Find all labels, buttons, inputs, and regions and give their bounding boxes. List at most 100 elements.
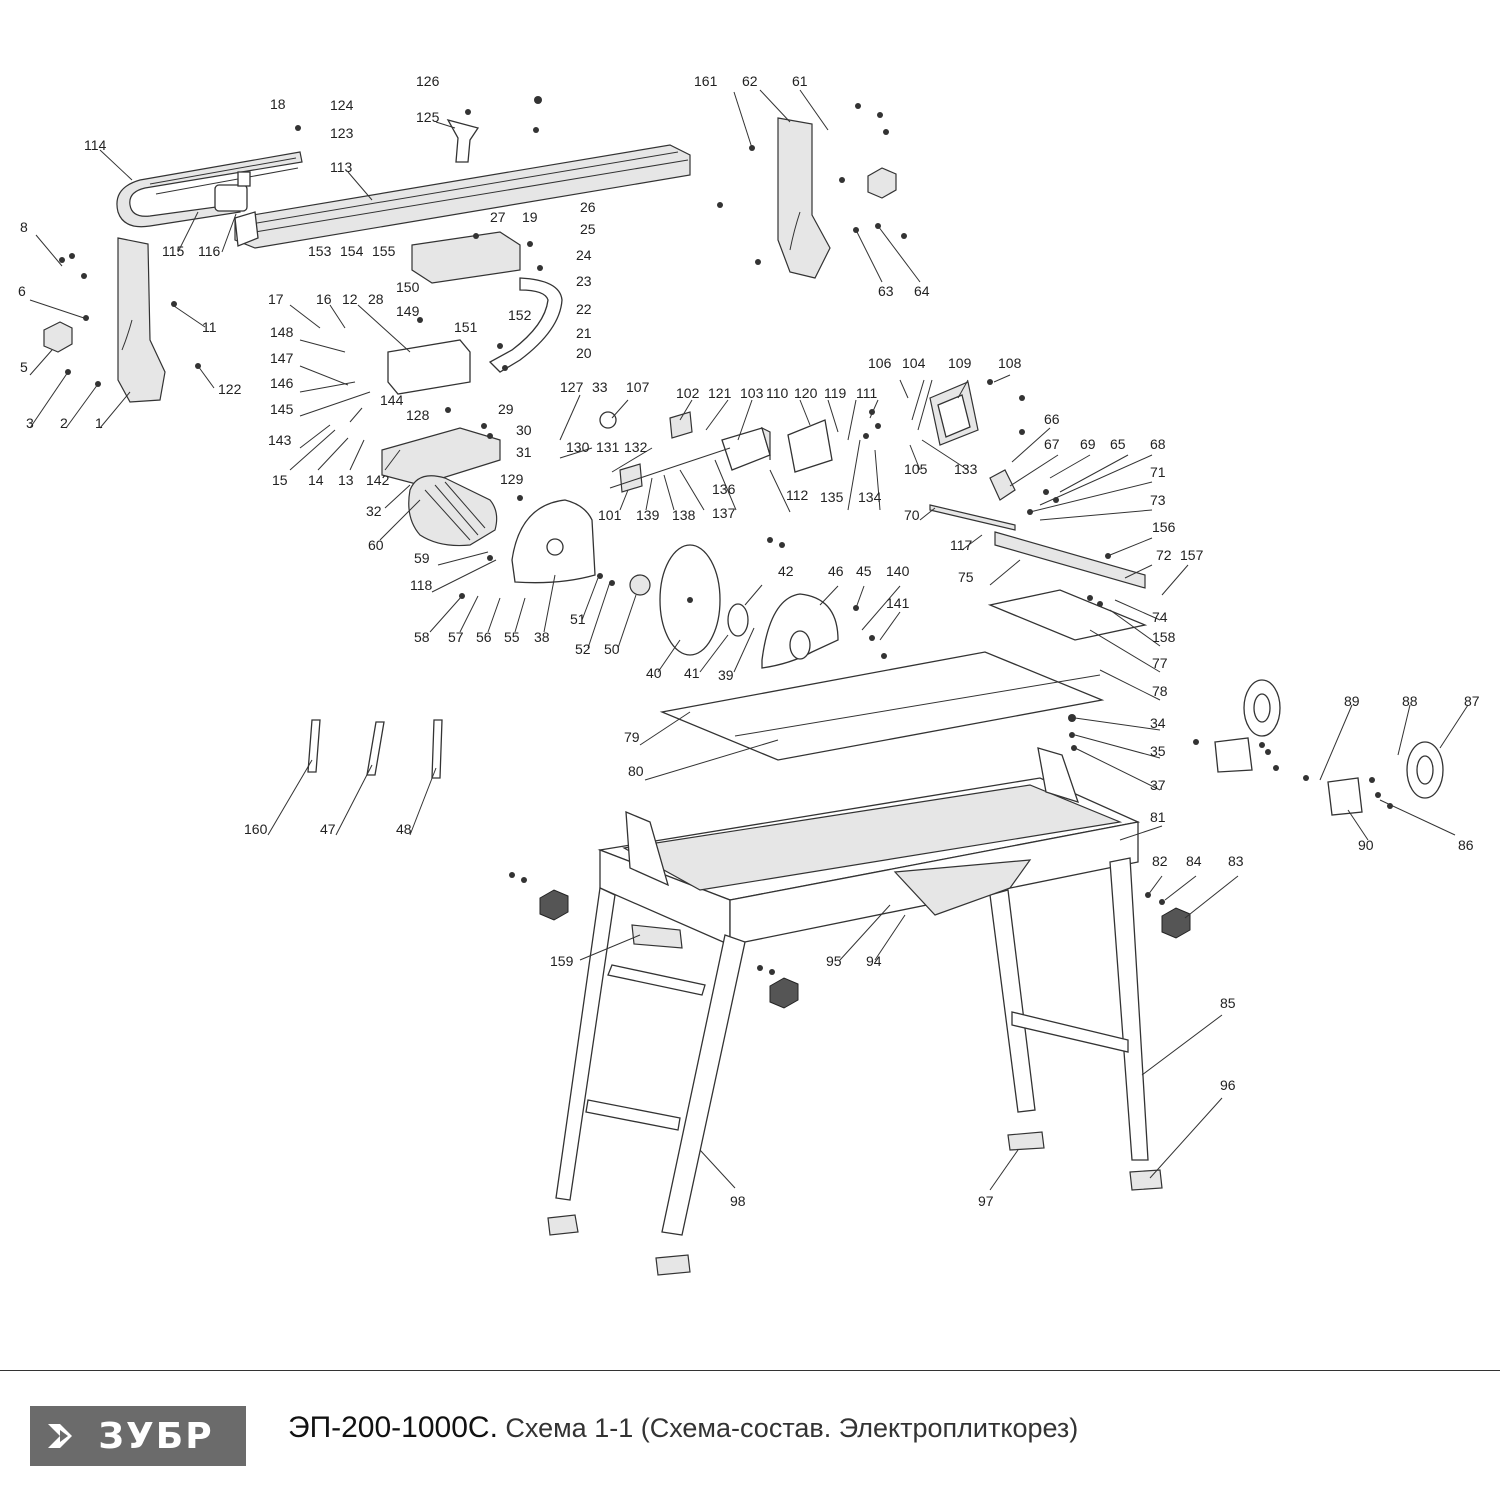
cover-110 [787,419,833,473]
callout-37: 37 [1150,777,1166,793]
callout-81: 81 [1150,809,1166,825]
callout-5: 5 [20,359,28,375]
callout-142: 142 [366,472,390,488]
callout-138: 138 [672,507,696,523]
callout-129: 129 [500,471,524,487]
plug-107 [599,411,617,429]
water-tray [893,859,1032,916]
callout-51: 51 [570,611,586,627]
callout-62: 62 [742,73,758,89]
saw-blade [659,544,721,656]
blade-guard [511,499,596,584]
side-plate-left [117,237,166,403]
callout-101: 101 [598,507,622,523]
callout-137: 137 [712,505,736,521]
small-motor [214,171,251,212]
callout-26: 26 [580,199,596,215]
callout-41: 41 [684,665,700,681]
callout-33: 33 [592,379,608,395]
callout-14: 14 [308,472,324,488]
handle-159 [631,924,683,949]
callout-22: 22 [576,301,592,317]
callout-45: 45 [856,563,872,579]
callout-154: 154 [340,243,364,259]
callout-27: 27 [490,209,506,225]
callout-94: 94 [866,953,882,969]
callout-68: 68 [1150,436,1166,452]
wheel-87 [1327,741,1444,816]
callout-132: 132 [624,439,648,455]
callout-144: 144 [380,392,404,408]
callout-3: 3 [26,415,34,431]
callout-157: 157 [1180,547,1204,563]
document-title: ЭП-200-1000С. Схема 1-1 (Схема-состав. Э… [288,1411,1078,1445]
callout-79: 79 [624,729,640,745]
callout-108: 108 [998,355,1022,371]
callout-50: 50 [604,641,620,657]
callout-122: 122 [218,381,242,397]
callout-140: 140 [886,563,910,579]
callout-71: 71 [1150,464,1166,480]
part-102 [669,411,693,439]
callout-159: 159 [550,953,574,969]
part-67 [989,469,1016,501]
frame-109 [929,381,979,446]
callout-134: 134 [858,489,882,505]
callout-111: 111 [856,385,877,401]
callout-124: 124 [330,97,354,113]
callout-40: 40 [646,665,662,681]
callout-136: 136 [712,481,736,497]
callout-31: 31 [516,444,532,460]
feet [547,1131,1163,1276]
callout-69: 69 [1080,436,1096,452]
knob-83 [1161,907,1191,939]
callout-90: 90 [1358,837,1374,853]
callout-19: 19 [522,209,538,225]
callout-labels: 1235681112131415161718192021222324252627… [18,73,1480,1209]
outer-guard [761,593,839,669]
callout-131: 131 [596,439,620,455]
callout-158: 158 [1152,629,1176,645]
legs [555,857,1149,1236]
callout-12: 12 [342,291,358,307]
callout-103: 103 [740,385,764,401]
callout-147: 147 [270,350,294,366]
carriage [387,231,521,395]
callout-84: 84 [1186,853,1202,869]
callout-139: 139 [636,507,660,523]
callout-1: 1 [95,415,103,431]
callout-110: 110 [766,385,789,401]
callout-155: 155 [372,243,396,259]
callout-150: 150 [396,279,420,295]
callout-96: 96 [1220,1077,1236,1093]
callout-18: 18 [270,96,286,112]
knob-61 [867,167,897,199]
callout-28: 28 [368,291,384,307]
fasteners [59,96,1393,975]
brand-logo: ЗУБР [30,1406,246,1466]
callout-59: 59 [414,550,430,566]
callout-97: 97 [978,1193,994,1209]
callout-6: 6 [18,283,26,299]
callout-55: 55 [504,629,520,645]
callout-153: 153 [308,243,332,259]
callout-151: 151 [454,319,478,335]
callout-32: 32 [366,503,382,519]
handle-23 [488,277,563,373]
callout-85: 85 [1220,995,1236,1011]
callout-34: 34 [1150,715,1166,731]
callout-109: 109 [948,355,972,371]
motor [408,475,498,547]
callout-95: 95 [826,953,842,969]
model-name: ЭП-200-1000С. [288,1411,498,1444]
callout-46: 46 [828,563,844,579]
callout-56: 56 [476,629,492,645]
flange-41 [727,603,749,637]
callout-2: 2 [60,415,68,431]
callout-105: 105 [904,461,928,477]
callout-88: 88 [1402,693,1418,709]
callout-161: 161 [694,73,718,89]
callout-77: 77 [1152,655,1168,671]
callout-67: 67 [1044,436,1060,452]
callout-145: 145 [270,401,294,417]
